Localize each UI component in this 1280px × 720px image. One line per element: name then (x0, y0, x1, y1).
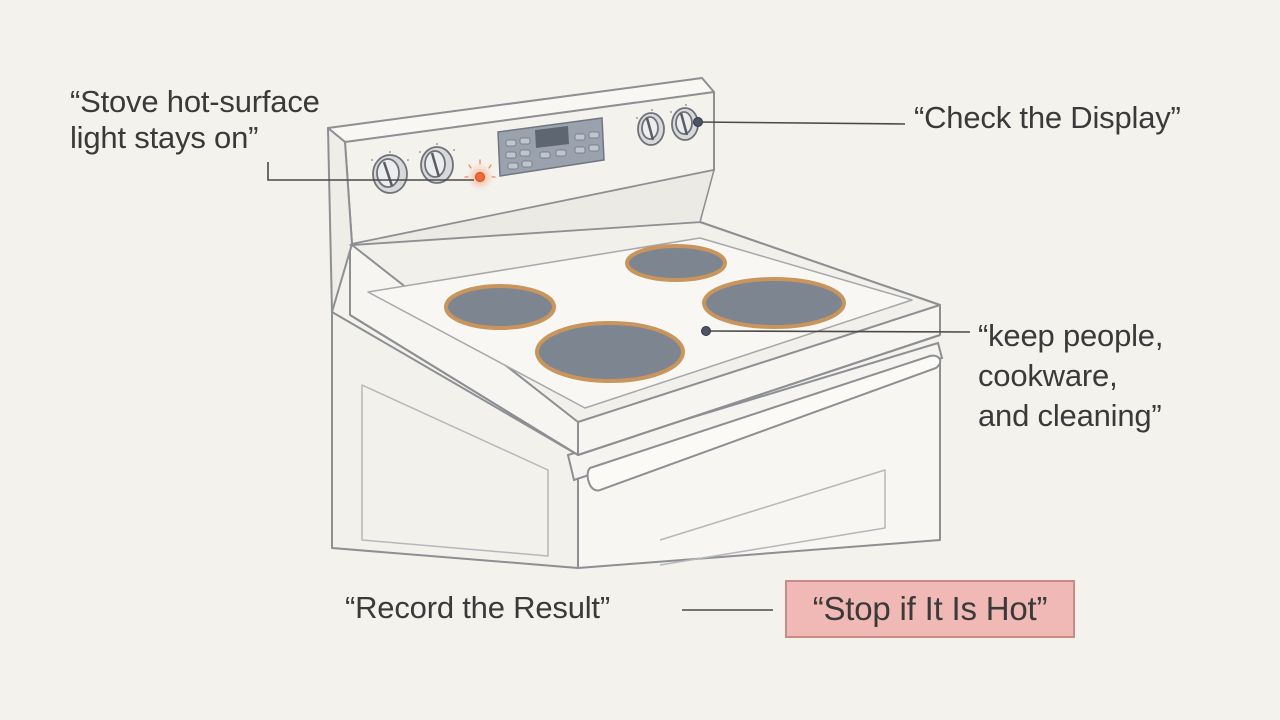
label-stop-if-hot: “Stop if It Is Hot” (812, 590, 1048, 627)
burner-back-left (444, 284, 556, 330)
hot-surface-indicator-light (464, 159, 496, 191)
control-knob-icon (372, 107, 699, 194)
leader-check-display (697, 121, 906, 125)
label-check-display: “Check the Display” (914, 100, 1181, 135)
burner-front-left (535, 321, 685, 383)
oven-body (331, 311, 941, 569)
stop-if-hot-box: “Stop if It Is Hot” (785, 580, 1075, 638)
digital-display-panel (497, 117, 605, 177)
anchor-dot-cooktop (701, 326, 711, 336)
burners (444, 244, 846, 383)
label-keep-people: “keep people, cookware, and cleaning” (978, 318, 1164, 433)
knob-left-1 (372, 154, 408, 194)
burner-back-right (625, 244, 727, 282)
oven-door-handle (566, 341, 944, 492)
knob-markings (371, 104, 687, 161)
leader-keep-people (705, 330, 971, 333)
knob-right-2 (671, 107, 699, 141)
leader-hot-light (267, 162, 474, 181)
knob-left-2 (420, 146, 454, 184)
label-hot-surface-light: “Stove hot-surface light stays on” (70, 84, 320, 155)
knob-right-1 (637, 112, 665, 146)
label-record-result: “Record the Result” (345, 590, 610, 625)
anchor-dot-display (693, 117, 703, 127)
burner-front-right (702, 277, 846, 329)
leader-lines (267, 121, 971, 611)
